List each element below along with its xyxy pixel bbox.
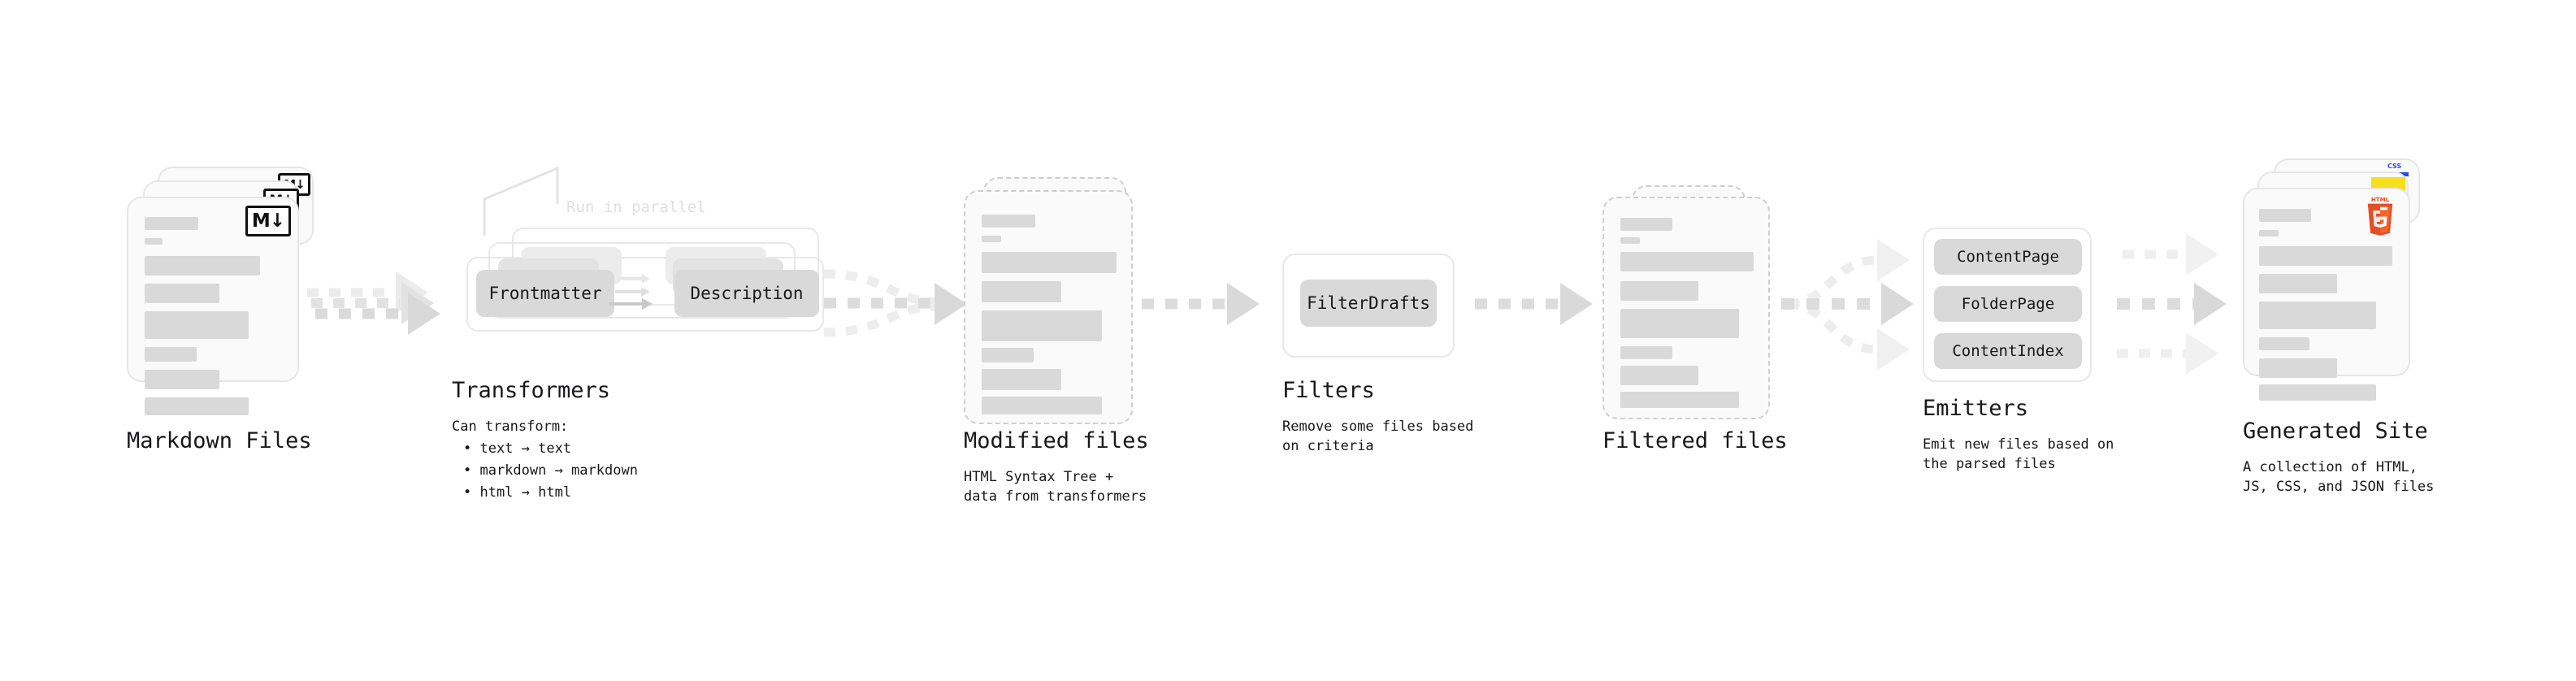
skeleton-line bbox=[145, 284, 219, 303]
run-in-parallel-bracket bbox=[483, 166, 559, 236]
skeleton-line bbox=[1620, 392, 1739, 408]
skeleton-line bbox=[2259, 384, 2376, 401]
skeleton-line bbox=[982, 281, 1061, 302]
generated-site-caption-0: A collection of HTML, bbox=[2243, 459, 2418, 475]
skeleton-line bbox=[1620, 309, 1739, 338]
run-in-parallel-label: Run in parallel bbox=[566, 198, 706, 216]
skeleton-line bbox=[145, 256, 260, 275]
transformers-bullet-2: • html → html bbox=[463, 484, 572, 501]
emitters-box bbox=[1923, 228, 2092, 382]
skeleton-line bbox=[982, 252, 1117, 273]
filtered-files-title: Filtered files bbox=[1602, 428, 1788, 453]
emitters-caption-1: the parsed files bbox=[1923, 456, 2056, 472]
transformers-bullet-0: • text → text bbox=[463, 440, 572, 457]
skeleton-line bbox=[982, 369, 1061, 390]
markdown-icon: M↓ bbox=[245, 206, 291, 236]
skeleton-line bbox=[145, 311, 249, 339]
emitter-chip-folderpage[interactable]: FolderPage bbox=[1934, 286, 2082, 322]
skeleton-line bbox=[982, 215, 1035, 228]
emitter-chip-contentindex[interactable]: ContentIndex bbox=[1934, 333, 2082, 369]
skeleton-line bbox=[145, 397, 249, 415]
transformer-chip-description[interactable]: Description bbox=[674, 270, 819, 317]
skeleton-line bbox=[2259, 274, 2337, 293]
skeleton-line bbox=[982, 310, 1102, 341]
skeleton-line bbox=[2259, 246, 2392, 266]
skeleton-line bbox=[982, 397, 1102, 414]
skeleton-line bbox=[2259, 209, 2311, 222]
filters-caption-0: Remove some files based bbox=[1282, 419, 1474, 435]
skeleton-line bbox=[982, 348, 1034, 362]
modified-files-title: Modified files bbox=[964, 428, 1149, 453]
skeleton-line bbox=[145, 347, 197, 362]
transformers-box-front bbox=[466, 257, 824, 332]
transformer-chip-frontmatter[interactable]: Frontmatter bbox=[476, 270, 614, 317]
arrow-emitters-to-generated bbox=[2117, 233, 2227, 375]
emitters-title: Emitters bbox=[1923, 396, 2029, 421]
modified-files-caption-0: HTML Syntax Tree + bbox=[964, 469, 1114, 485]
arrow-filtered-to-emitters bbox=[1781, 239, 1914, 371]
markdown-files-title: Markdown Files bbox=[127, 428, 312, 453]
skeleton-line bbox=[145, 217, 198, 230]
skeleton-line bbox=[2259, 230, 2279, 236]
css3-icon-label: CSS bbox=[2387, 163, 2402, 170]
filters-box bbox=[1282, 254, 1455, 358]
transformers-title: Transformers bbox=[452, 378, 611, 403]
skeleton-line bbox=[1620, 346, 1672, 359]
transformers-caption: Can transform: bbox=[452, 419, 569, 435]
emitters-caption-0: Emit new files based on bbox=[1923, 436, 2114, 453]
modified-files-caption-1: data from transformers bbox=[964, 488, 1147, 505]
skeleton-line bbox=[1620, 281, 1698, 301]
arrow-markdown-to-transformers bbox=[307, 271, 440, 335]
skeleton-line bbox=[1620, 252, 1754, 271]
skeleton-line bbox=[1620, 237, 1640, 244]
filters-title: Filters bbox=[1282, 378, 1375, 403]
html5-icon: HTML bbox=[2363, 197, 2397, 236]
filter-chip-filterdrafts[interactable]: FilterDrafts bbox=[1300, 280, 1437, 327]
generated-site-title: Generated Site bbox=[2243, 419, 2428, 444]
arrow-modified-to-filters bbox=[1142, 283, 1260, 325]
skeleton-line bbox=[145, 370, 219, 389]
arrow-transformers-to-modified bbox=[823, 269, 967, 337]
arrow-filters-to-filtered bbox=[1475, 283, 1593, 325]
filters-caption-1: on criteria bbox=[1282, 438, 1374, 454]
svg-text:HTML: HTML bbox=[2371, 197, 2390, 203]
transformers-bullet-1: • markdown → markdown bbox=[463, 462, 638, 479]
generated-site-caption-1: JS, CSS, and JSON files bbox=[2243, 479, 2435, 495]
emitter-chip-contentpage[interactable]: ContentPage bbox=[1934, 239, 2082, 275]
skeleton-line bbox=[982, 236, 1001, 242]
skeleton-line bbox=[2259, 358, 2337, 378]
skeleton-line bbox=[145, 238, 163, 245]
skeleton-line bbox=[1620, 366, 1698, 385]
skeleton-line bbox=[2259, 337, 2309, 350]
skeleton-line bbox=[2259, 301, 2376, 329]
skeleton-line bbox=[1620, 218, 1672, 231]
